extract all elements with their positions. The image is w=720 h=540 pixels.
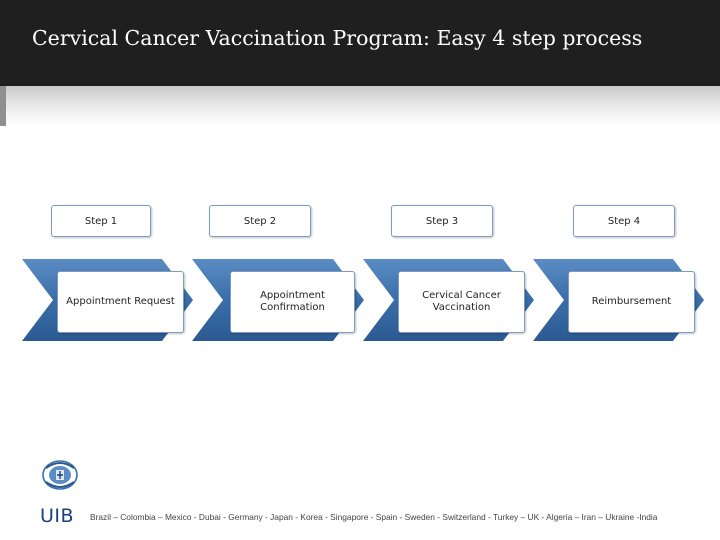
- step-1-box: Step 1: [51, 205, 151, 237]
- step-2-description: Appointment Confirmation: [260, 289, 325, 314]
- step-4-description-box: Reimbursement: [568, 271, 695, 333]
- step-1-description-box: Appointment Request: [57, 271, 184, 333]
- step-3-box: Step 3: [391, 205, 493, 237]
- step-3-description: Cervical Cancer Vaccination: [422, 289, 501, 314]
- uib-logo-icon: [42, 460, 78, 490]
- step-3-description-box: Cervical Cancer Vaccination: [398, 271, 525, 333]
- step-4-description: Reimbursement: [591, 295, 672, 307]
- title-bar: Cervical Cancer Vaccination Program: Eas…: [0, 0, 720, 86]
- step-2-box: Step 2: [209, 205, 311, 237]
- step-1-description: Appointment Request: [66, 295, 175, 307]
- title-shadow: [0, 86, 720, 126]
- slide-title: Cervical Cancer Vaccination Program: Eas…: [32, 26, 643, 50]
- footer-locations: Brazil – Colombia – Mexico - Dubai - Ger…: [90, 512, 658, 522]
- step-4-label: Step 4: [607, 215, 641, 227]
- step-4-box: Step 4: [573, 205, 675, 237]
- step-1-label: Step 1: [84, 215, 118, 227]
- title-shadow-corner: [0, 86, 6, 126]
- step-2-label: Step 2: [243, 215, 277, 227]
- step-3-label: Step 3: [425, 215, 459, 227]
- brand-name: UIB: [40, 505, 75, 527]
- step-2-description-box: Appointment Confirmation: [230, 271, 355, 333]
